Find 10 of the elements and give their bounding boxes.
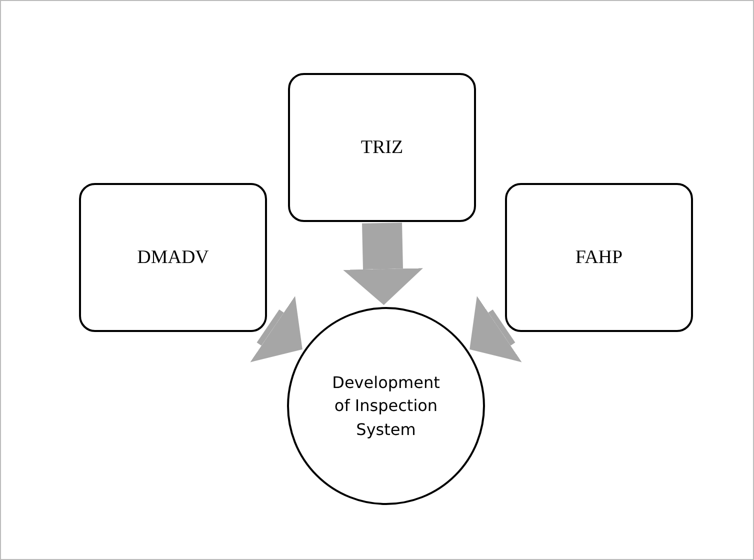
node-label: DMADV (137, 246, 209, 268)
rounded-box (288, 73, 476, 222)
arrow (343, 222, 423, 306)
node-label: Development of Inspection System (331, 372, 441, 441)
arrow (470, 296, 522, 362)
node-label: TRIZ (360, 136, 404, 158)
node-label: FAHP (575, 246, 623, 268)
rounded-box (79, 183, 267, 332)
arrow (250, 296, 302, 362)
rounded-box (505, 183, 693, 332)
